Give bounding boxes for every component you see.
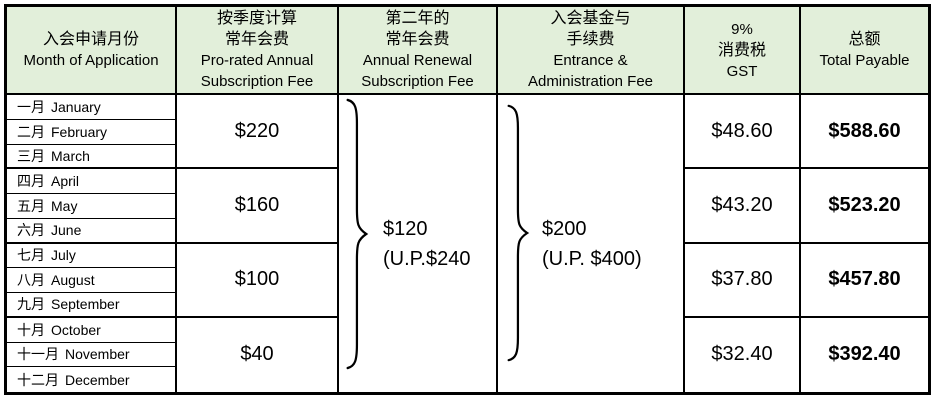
gst-q3: $37.80 bbox=[685, 243, 801, 318]
month-row-may: 五月 May bbox=[7, 194, 177, 219]
header-en-label: Annual Renewal bbox=[362, 52, 473, 69]
month-row-february: 二月 February bbox=[7, 119, 177, 145]
pro-rated-fee-q1: $220 bbox=[177, 95, 339, 170]
renewal-usual-price: (U.P.$240 bbox=[383, 247, 471, 270]
month-zh: 一月 bbox=[17, 98, 45, 115]
header-entrance-admin-fee: 入会基金与 手续费 Entrance & Administration Fee bbox=[498, 7, 685, 95]
header-pro-rated-fee: 按季度计算 常年会费 Pro-rated Annual Subscription… bbox=[177, 7, 339, 95]
month-row-july: 七月 July bbox=[7, 243, 177, 269]
header-en-label: Pro-rated Annual bbox=[200, 52, 314, 69]
entrance-fee: $200 bbox=[542, 217, 587, 240]
gst-q2: $43.20 bbox=[685, 169, 801, 244]
pro-rated-fee-q4: $40 bbox=[177, 317, 339, 392]
curly-brace-icon bbox=[346, 98, 369, 370]
header-total-payable: 总额 Total Payable bbox=[801, 7, 928, 95]
pro-rated-fee-q3: $100 bbox=[177, 243, 339, 318]
curly-brace-icon bbox=[507, 104, 530, 362]
month-en: May bbox=[51, 197, 78, 214]
total-payable-q2: $523.20 bbox=[801, 169, 928, 244]
membership-fee-table: 入会申请月份 Month of Application 按季度计算 常年会费 P… bbox=[4, 4, 931, 395]
header-en-label: Total Payable bbox=[819, 52, 910, 69]
header-zh-label: 总额 bbox=[848, 31, 881, 48]
header-zh-label: 消费税 bbox=[717, 41, 766, 59]
header-gst: 9% 消费税 GST bbox=[685, 7, 801, 95]
month-zh: 九月 bbox=[17, 296, 45, 313]
renewal-fee: $120 bbox=[383, 217, 428, 240]
header-en-label: Administration Fee bbox=[527, 73, 654, 90]
month-row-april: 四月 April bbox=[7, 169, 177, 194]
header-en-label: Subscription Fee bbox=[361, 73, 474, 90]
header-gst-rate: 9% bbox=[731, 20, 753, 38]
gst-q4: $32.40 bbox=[685, 317, 801, 392]
header-zh-label: 第二年的 bbox=[385, 10, 450, 27]
header-annual-renewal-fee: 第二年的 常年会费 Annual Renewal Subscription Fe… bbox=[339, 7, 498, 95]
month-row-march: 三月 March bbox=[7, 144, 177, 170]
month-zh: 七月 bbox=[17, 247, 45, 264]
entrance-admin-fee-cell: $200 (U.P. $400) bbox=[498, 95, 685, 392]
month-en: April bbox=[51, 173, 80, 190]
total-payable-q4: $392.40 bbox=[828, 343, 901, 366]
month-en: August bbox=[51, 272, 95, 289]
month-en: November bbox=[65, 346, 130, 363]
month-en: July bbox=[51, 247, 76, 264]
month-en: June bbox=[51, 222, 82, 239]
month-row-november: 十一月 November bbox=[7, 342, 177, 368]
month-zh: 六月 bbox=[17, 222, 45, 239]
header-en-label: Entrance & bbox=[553, 52, 628, 69]
pro-rated-fee-q2: $160 bbox=[177, 169, 339, 244]
total-payable-q1: $588.60 bbox=[801, 95, 928, 170]
header-zh-label: 手续费 bbox=[566, 31, 615, 48]
header-zh-label: 入会申请月份 bbox=[42, 31, 139, 48]
month-en: October bbox=[51, 321, 101, 338]
month-zh: 五月 bbox=[17, 197, 45, 214]
entrance-admin-fee-text: $200 (U.P. $400) bbox=[542, 214, 642, 274]
header-en-label: Subscription Fee bbox=[200, 73, 314, 90]
annual-renewal-fee-cell: $120 (U.P.$240 bbox=[339, 95, 498, 392]
month-zh: 十月 bbox=[17, 321, 45, 338]
header-zh-label: 常年会费 bbox=[385, 31, 450, 48]
month-row-january: 一月 January bbox=[7, 95, 177, 120]
header-zh-label: 按季度计算 bbox=[216, 10, 297, 27]
header-en-label: GST bbox=[726, 62, 758, 80]
total-payable-q3: $457.80 bbox=[801, 244, 928, 318]
annual-renewal-fee-text: $120 (U.P.$240 bbox=[383, 214, 470, 274]
month-en: February bbox=[51, 123, 108, 140]
month-row-september: 九月 September bbox=[7, 293, 177, 318]
month-zh: 十二月 bbox=[17, 371, 59, 388]
header-en-label: Month of Application bbox=[23, 52, 159, 69]
entrance-usual-price: (U.P. $400) bbox=[542, 247, 642, 270]
month-zh: 三月 bbox=[17, 147, 45, 164]
month-en: March bbox=[51, 147, 90, 164]
month-zh: 八月 bbox=[17, 272, 45, 289]
month-en: January bbox=[51, 98, 101, 115]
header-zh-label: 常年会费 bbox=[224, 31, 289, 48]
month-row-december: 十二月 December bbox=[7, 367, 177, 392]
month-zh: 十一月 bbox=[17, 346, 59, 363]
header-zh-label: 入会基金与 bbox=[550, 10, 631, 27]
month-en: September bbox=[51, 296, 120, 313]
header-month-of-application: 入会申请月份 Month of Application bbox=[7, 7, 177, 95]
month-row-august: 八月 August bbox=[7, 268, 177, 293]
month-en: December bbox=[65, 371, 130, 388]
month-zh: 四月 bbox=[17, 173, 45, 190]
month-zh: 二月 bbox=[17, 123, 45, 140]
gst-q1: $48.60 bbox=[685, 95, 801, 170]
month-row-june: 六月 June bbox=[7, 218, 177, 244]
month-row-october: 十月 October bbox=[7, 317, 177, 343]
